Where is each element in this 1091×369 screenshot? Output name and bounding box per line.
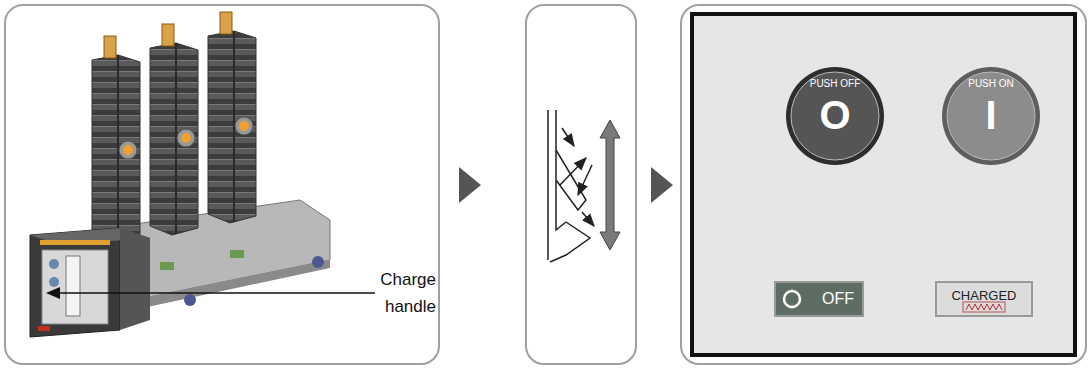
control-panel — [692, 14, 1075, 355]
spring-frame — [963, 302, 1005, 312]
button-symbol: O — [819, 91, 850, 139]
panel — [681, 5, 1086, 364]
indicator-text: CHARGED — [951, 289, 1016, 303]
button-caption: PUSH OFF — [810, 78, 861, 89]
button-ring — [786, 67, 884, 165]
circuit-breaker — [30, 12, 375, 337]
spring-symbol — [966, 304, 1002, 310]
button-ring — [942, 67, 1040, 165]
indicator-frame — [775, 282, 863, 316]
push-button: PUSH ON I — [941, 66, 1041, 166]
panel — [526, 5, 636, 364]
indicator-window: CHARGED — [935, 281, 1033, 317]
up-down-arrow — [600, 120, 620, 250]
button-face — [791, 72, 879, 160]
off-symbol — [784, 291, 800, 307]
button-caption: PUSH ON — [968, 78, 1014, 89]
step-arrow — [651, 167, 673, 203]
push-button: PUSH OFF O — [785, 66, 885, 166]
button-face — [947, 72, 1035, 160]
indicator-window: OFF — [774, 281, 864, 317]
panel — [5, 5, 439, 364]
step-arrow — [459, 167, 481, 203]
part-label: Charge handle — [362, 266, 436, 320]
indicator-frame — [936, 282, 1032, 316]
leader-line — [48, 292, 375, 294]
handle-pump-icon — [548, 110, 594, 262]
button-symbol: I — [985, 91, 996, 139]
leader-arrowhead — [46, 287, 60, 299]
indicator-text: OFF — [822, 290, 854, 308]
